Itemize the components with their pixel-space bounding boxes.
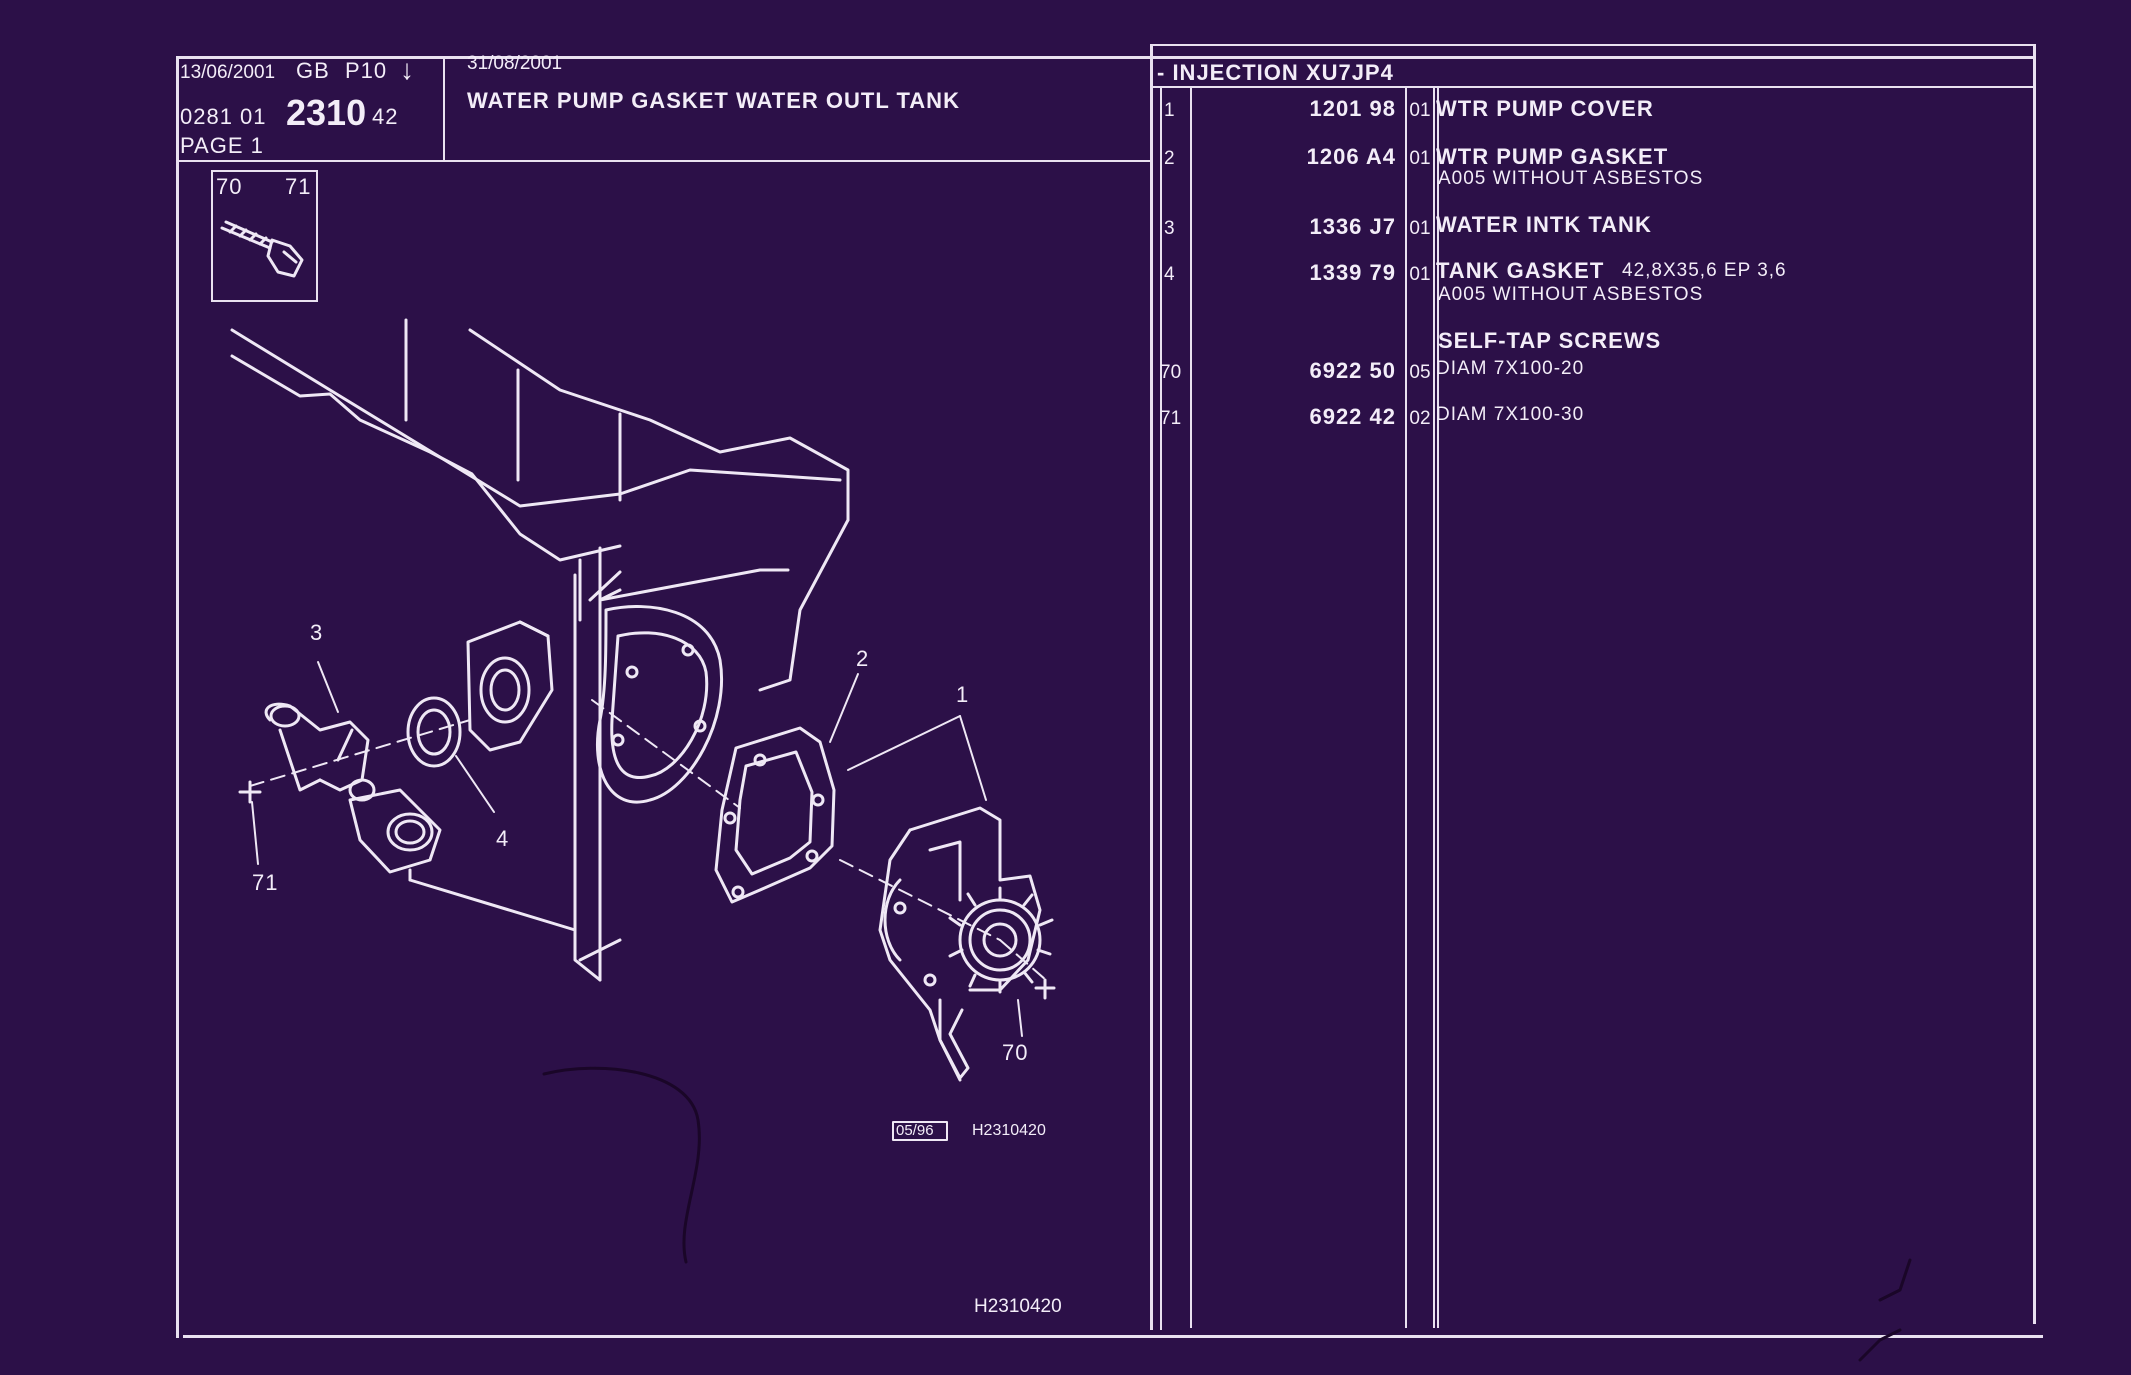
group-heading: SELF-TAP SCREWS <box>1438 328 1662 353</box>
ref-main: 2310 <box>286 92 367 133</box>
table-row-ref: 1336 J7 <box>1309 214 1396 239</box>
callout-1: 1 <box>956 682 970 707</box>
table-row-desc: WTR PUMP COVER <box>1436 96 1654 121</box>
callout-70: 70 <box>1002 1040 1029 1065</box>
page-title: WATER PUMP GASKET WATER OUTL TANK <box>467 88 960 113</box>
callout-71: 71 <box>252 870 279 895</box>
diagram-date: 05/96 <box>896 1122 934 1139</box>
table-row-item: 70 <box>1160 362 1182 383</box>
water-pump <box>878 806 1054 1082</box>
page-code: P10 <box>345 58 388 83</box>
table-row-desc: WTR PUMP GASKET <box>1436 144 1669 169</box>
table-row-item: 71 <box>1160 408 1182 429</box>
ref-prefix: 0281 01 <box>180 104 267 129</box>
table-row-note: A005 WITHOUT ASBESTOS <box>1438 168 1704 189</box>
screw-inset <box>211 170 318 302</box>
table-row-desc: DIAM 7X100-20 <box>1436 358 1585 379</box>
table-row-ref: 1201 98 <box>1309 96 1396 121</box>
language-code: GB <box>296 58 330 83</box>
callout-2: 2 <box>856 646 870 671</box>
update-date: 31/08/2001 <box>467 53 563 74</box>
tank-flange <box>466 620 554 752</box>
table-row-desc: DIAM 7X100-30 <box>1436 404 1585 425</box>
table-row-ref: 6922 50 <box>1309 358 1396 383</box>
table-row-item: 1 <box>1164 100 1175 121</box>
print-date: 13/06/2001 <box>180 62 276 83</box>
table-row-ref: 1206 A4 <box>1306 144 1396 169</box>
table-row-qty: 05 <box>1409 362 1431 383</box>
table-row-item: 2 <box>1164 148 1175 169</box>
table-row-qty: 02 <box>1409 408 1431 429</box>
page-label: PAGE 1 <box>180 133 264 158</box>
footer-code: H2310420 <box>974 1296 1062 1317</box>
diagram-ref-code: H2310420 <box>972 1122 1046 1139</box>
table-row-qty: 01 <box>1409 100 1431 121</box>
water-intake-tank <box>264 702 442 874</box>
table-row-item: 4 <box>1164 264 1175 285</box>
ref-suffix: 42 <box>372 104 399 129</box>
table-row-qty: 01 <box>1409 218 1431 239</box>
engine-heading: - INJECTION XU7JP4 <box>1157 60 1394 85</box>
table-row-qty: 01 <box>1409 148 1431 169</box>
callout-4: 4 <box>496 826 510 851</box>
table-row-desc-extra: 42,8X35,6 EP 3,6 <box>1622 260 1787 281</box>
inset-label-71: 71 <box>285 174 312 199</box>
tank-gasket <box>406 696 462 768</box>
table-row-item: 3 <box>1164 218 1175 239</box>
inset-label-70: 70 <box>216 174 243 199</box>
engine-block <box>230 318 850 982</box>
table-row-desc: WATER INTK TANK <box>1436 212 1652 237</box>
table-row-note: A005 WITHOUT ASBESTOS <box>1438 284 1704 305</box>
callout-3: 3 <box>310 620 324 645</box>
table-row-desc: TANK GASKET <box>1436 258 1605 283</box>
table-row-ref: 6922 42 <box>1309 404 1396 429</box>
table-row-qty: 01 <box>1409 264 1431 285</box>
water-pump-gasket <box>714 726 836 904</box>
down-arrow-icon: ↓ <box>400 54 414 85</box>
screw-icon <box>220 220 304 278</box>
table-row-ref: 1339 79 <box>1309 260 1396 285</box>
